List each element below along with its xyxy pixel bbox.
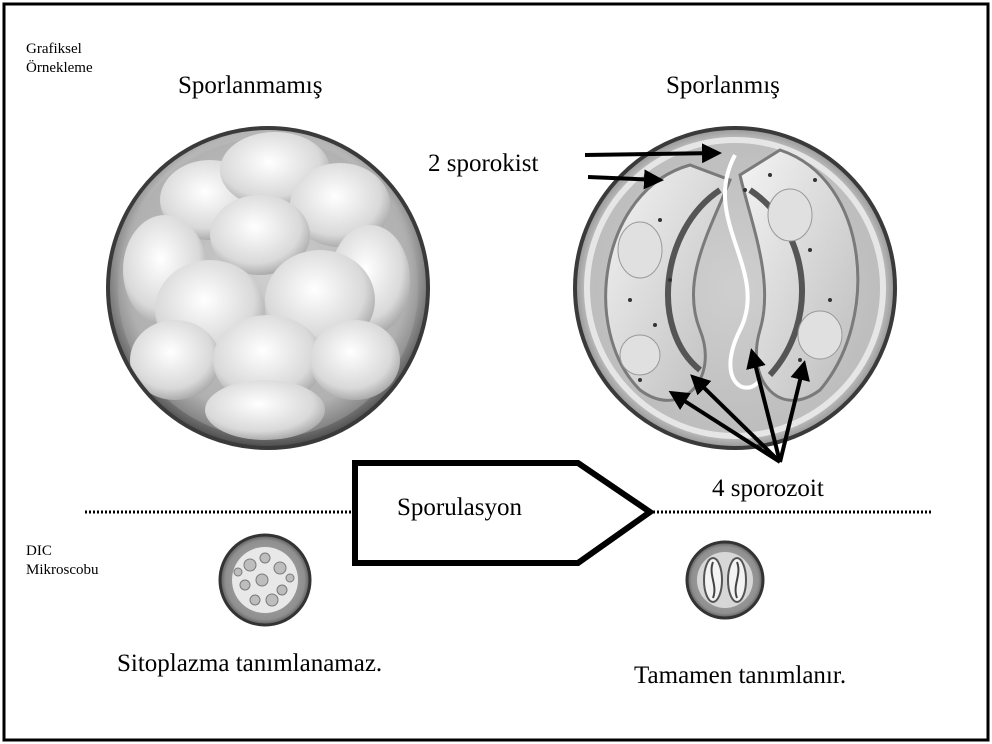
sporocyst-arrow-top [585,153,718,155]
sporocyst-label: 2 sporokist [428,150,538,178]
dic-unsporulated-image [220,535,310,625]
dic-sporulated-image [687,542,763,618]
sporulated-title: Sporlanmış [666,72,780,100]
sporulated-oocyst-illustration [575,128,895,448]
sporulation-label: Sporulasyon [397,494,522,522]
unsporulated-title: Sporlanmamış [178,72,322,100]
graphic-label-line1: Grafiksel [26,40,93,59]
dic-label-line2: Mikroscobu [26,561,99,580]
dic-label-line1: DIC [26,542,99,561]
graphic-label-line2: Örnekleme [26,59,93,78]
left-caption: Sitoplazma tanımlanamaz. [117,650,382,678]
right-caption: Tamamen tanımlanır. [634,662,846,690]
dic-section-label: DIC Mikroscobu [26,542,99,580]
graphic-section-label: Grafiksel Örnekleme [26,40,93,78]
sporozoite-label: 4 sporozoit [712,475,824,503]
unsporulated-oocyst-illustration [108,128,428,448]
